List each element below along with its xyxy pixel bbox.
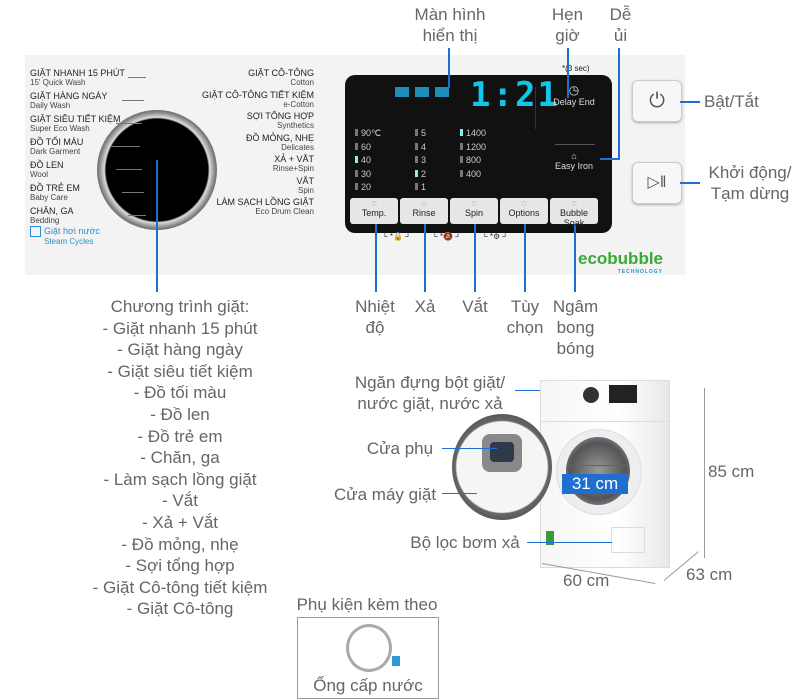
clock-icon: ◷ — [568, 83, 580, 97]
program-list-item: - Làm sạch lồng giặt — [103, 469, 257, 489]
temp-annotation: Nhiệt độ — [355, 297, 395, 337]
delay-end-label: Delay End — [553, 97, 595, 107]
rinse-annotation: Xả — [414, 297, 436, 316]
program-list-item: - Giặt hàng ngày — [117, 340, 243, 360]
display-spins-option: 1400 — [460, 128, 486, 138]
display-temps-option: 60 — [355, 142, 371, 152]
easy-iron-label: Easy Iron — [554, 161, 594, 171]
steam-icon — [30, 226, 41, 237]
energy-label — [546, 531, 554, 545]
water-hose-image — [346, 624, 392, 672]
program-list-item: - Vắt — [162, 491, 198, 511]
easy-iron-annotation: Dễ ủi — [609, 5, 632, 45]
detergent-drawer-annotation: Ngăn đựng bột giặt/ nước giặt, nước xả — [354, 373, 506, 413]
filter-annotation: Bộ lọc bơm xả — [410, 533, 520, 552]
display-rinses-option: 2 — [415, 169, 426, 179]
program-list-item: - Xả + Vắt — [141, 512, 219, 532]
power-icon: ⏻ — [649, 90, 665, 112]
display-temps-option: 40 — [355, 155, 371, 165]
spin-annotation: Vắt — [462, 297, 488, 316]
time-readout: 1:21 — [470, 75, 560, 115]
iron-icon: ⌂ — [571, 151, 577, 161]
timer-annotation: Hẹn giờ — [551, 5, 584, 45]
main-door[interactable] — [452, 414, 552, 520]
rinse-button[interactable]: ◌Rinse — [400, 198, 448, 224]
depth-label: 63 cm — [686, 565, 733, 584]
start-annotation: Khởi động/ Tạm dừng — [708, 163, 792, 203]
drum — [566, 437, 630, 505]
display-rinses-option: 5 — [415, 128, 426, 138]
rinse-stage-icon — [415, 87, 429, 97]
display-rinses-option: 3 — [415, 155, 426, 165]
options-button[interactable]: ◌Options — [500, 198, 548, 224]
display-temps-option: 30 — [355, 169, 371, 179]
bubble-soak-button[interactable]: ◌Bubble Soak — [550, 198, 598, 228]
display-spins-option: 400 — [460, 169, 481, 179]
hold-note: *(3 sec) — [562, 64, 590, 73]
program-list-item: - Đồ mỏng, nhẹ — [121, 534, 239, 554]
start-pause-button[interactable]: ▷‖ — [632, 162, 682, 204]
program-list-item: - Đồ len — [150, 404, 210, 424]
program-list-item: - Chăn, ga — [140, 448, 220, 468]
door-width-label: 31 cm — [562, 474, 628, 494]
height-label: 85 cm — [708, 462, 755, 481]
filter-cover — [611, 527, 645, 553]
door-annotation: Cửa máy giặt — [333, 485, 437, 504]
program-list-title: Chương trình giặt: — [110, 297, 250, 316]
add-door[interactable] — [482, 434, 522, 472]
temp-button[interactable]: ◌Temp. — [350, 198, 398, 224]
power-button[interactable]: ⏻ — [632, 80, 682, 122]
spin-stage-icon — [435, 87, 449, 97]
options-annotation: Tùy chọn — [506, 297, 544, 337]
display-rinses-option: 1 — [415, 182, 426, 192]
soak-annotation: Ngâm bong bóng — [552, 297, 599, 358]
program-list-item: - Đồ tối màu — [133, 383, 227, 403]
height-dimension-line — [704, 388, 705, 558]
program-list-item: - Giặt nhanh 15 phút — [102, 318, 258, 338]
water-hose-label: Ống cấp nước — [313, 676, 423, 695]
program-list-item: - Giặt Cô-tông tiết kiệm — [92, 577, 268, 597]
accessory-box: Ống cấp nước — [297, 617, 439, 699]
sub-door-annotation: Cửa phụ — [366, 439, 434, 458]
program-list-item: - Sợi tổng hợp — [125, 556, 235, 576]
spin-button[interactable]: ◌Spin — [450, 198, 498, 224]
display-temps-option: 90℃ — [355, 128, 381, 139]
program-list-item: - Giặt Cô-tông — [126, 599, 234, 619]
display-rinses-option: 4 — [415, 142, 426, 152]
wash-stage-icon — [395, 87, 409, 97]
display-spins-option: 1200 — [460, 142, 486, 152]
accessory-title: Phụ kiện kèm theo — [296, 595, 438, 614]
display-temps-option: 20 — [355, 182, 371, 192]
program-list: Chương trình giặt: - Giặt nhanh 15 phút-… — [60, 296, 300, 620]
width-label: 60 cm — [563, 571, 610, 590]
play-pause-icon: ▷‖ — [647, 174, 667, 191]
display-annotation: Màn hình hiển thị — [414, 5, 486, 45]
program-list-item: - Giặt siêu tiết kiệm — [107, 361, 253, 381]
program-list-item: - Đồ trẻ em — [137, 426, 223, 446]
display-spins-option: 800 — [460, 155, 481, 165]
power-annotation: Bật/Tắt — [704, 92, 759, 111]
